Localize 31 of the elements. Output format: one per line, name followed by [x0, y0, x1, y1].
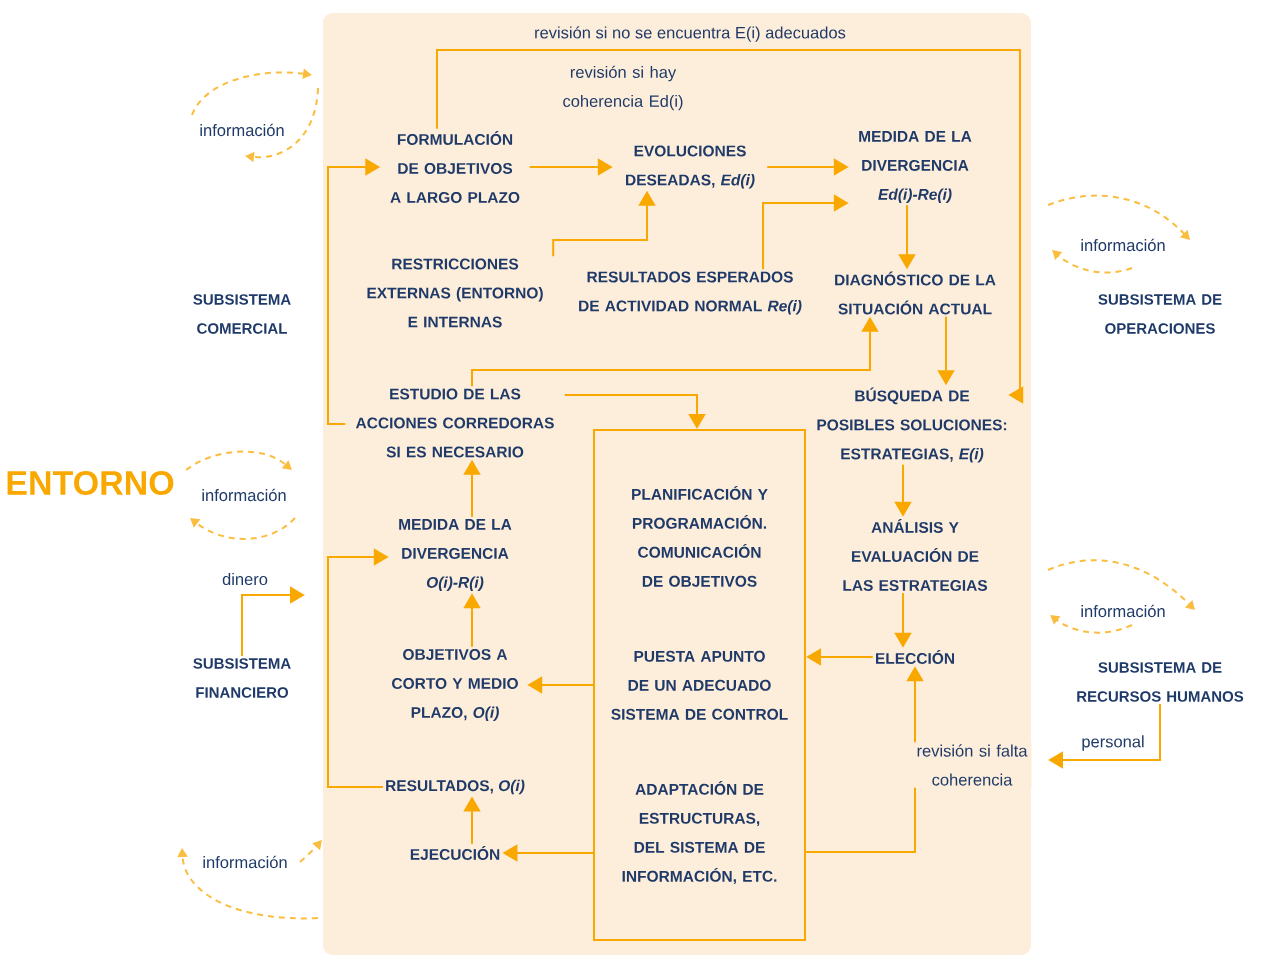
edge-label: personal	[1079, 733, 1147, 753]
process-box: PLANIFICACIÓN Y PROGRAMACIÓN. COMUNICACIÓN DE OBJETIVOS PUESTA APUNTO DE UN ADECUADO SISTEMA DE CONTROL ADAPTACIÓN DE ESTRUCTURAS, DEL SISTEMA DE INFORMACIÓN, ETC.	[593, 429, 806, 941]
step-label: MEDIDA DE LA DIVERGENCIA Ed(i)-Re(i)	[859, 131, 972, 203]
subsystem-label: SUBSISTEMA DE RECURSOS HUMANOS	[1077, 662, 1244, 702]
heading-label: ENTORNO	[7, 470, 174, 496]
edge-label: revisión si no se encuentra E(i) adecuados	[532, 24, 848, 44]
edge-label: dinero	[220, 570, 270, 588]
step-label: ESTUDIO DE LAS ACCIONES CORREDORAS SI ES NECESARIO	[355, 388, 554, 458]
flow-label: información	[1081, 238, 1165, 252]
flow-label: información	[203, 855, 287, 869]
step-label: EJECUCIÓN	[410, 846, 500, 860]
flow-label: información	[202, 488, 286, 502]
step-label: RESULTADOS ESPERADOS DE ACTIVIDAD NORMAL Re(i)	[579, 271, 802, 315]
step-label: FORMULACIÓN DE OBJETIVOS A LARGO PLAZO	[390, 131, 520, 203]
step-label: ELECCIÓN	[876, 650, 954, 664]
flow-label: información	[200, 123, 284, 137]
subsystem-label: SUBSISTEMA FINANCIERO	[193, 658, 291, 698]
subsystem-label: SUBSISTEMA DE OPERACIONES	[1098, 294, 1222, 334]
arrow	[436, 49, 1024, 404]
step-label: RESULTADOS, O(i)	[386, 779, 525, 795]
edge-label: revisión si falta coherencia	[912, 742, 1032, 788]
step-label: EVOLUCIONES DESEADAS, Ed(i)	[626, 145, 755, 189]
step-label: MEDIDA DE LA DIVERGENCIA O(i)-R(i)	[399, 519, 512, 591]
step-label: OBJETIVOS A CORTO Y MEDIO PLAZO, O(i)	[392, 649, 518, 722]
subsystem-label: SUBSISTEMA COMERCIAL	[193, 294, 291, 334]
step-label: RESTRICCIONES EXTERNAS (ENTORNO) E INTERNAS	[367, 258, 543, 328]
step-label: BÚSQUEDA DE POSIBLES SOLUCIONES: ESTRATEGIAS, E(i)	[817, 387, 1007, 463]
step-label: DIAGNÓSTICO DE LA SITUACIÓN ACTUAL	[835, 271, 996, 315]
flow-label: información	[1081, 604, 1165, 618]
note-label: revisión si hay coherencia Ed(i)	[563, 65, 683, 111]
step-label: ANÁLISIS Y EVALUACIÓN DE LAS ESTRATEGIAS	[843, 519, 988, 591]
